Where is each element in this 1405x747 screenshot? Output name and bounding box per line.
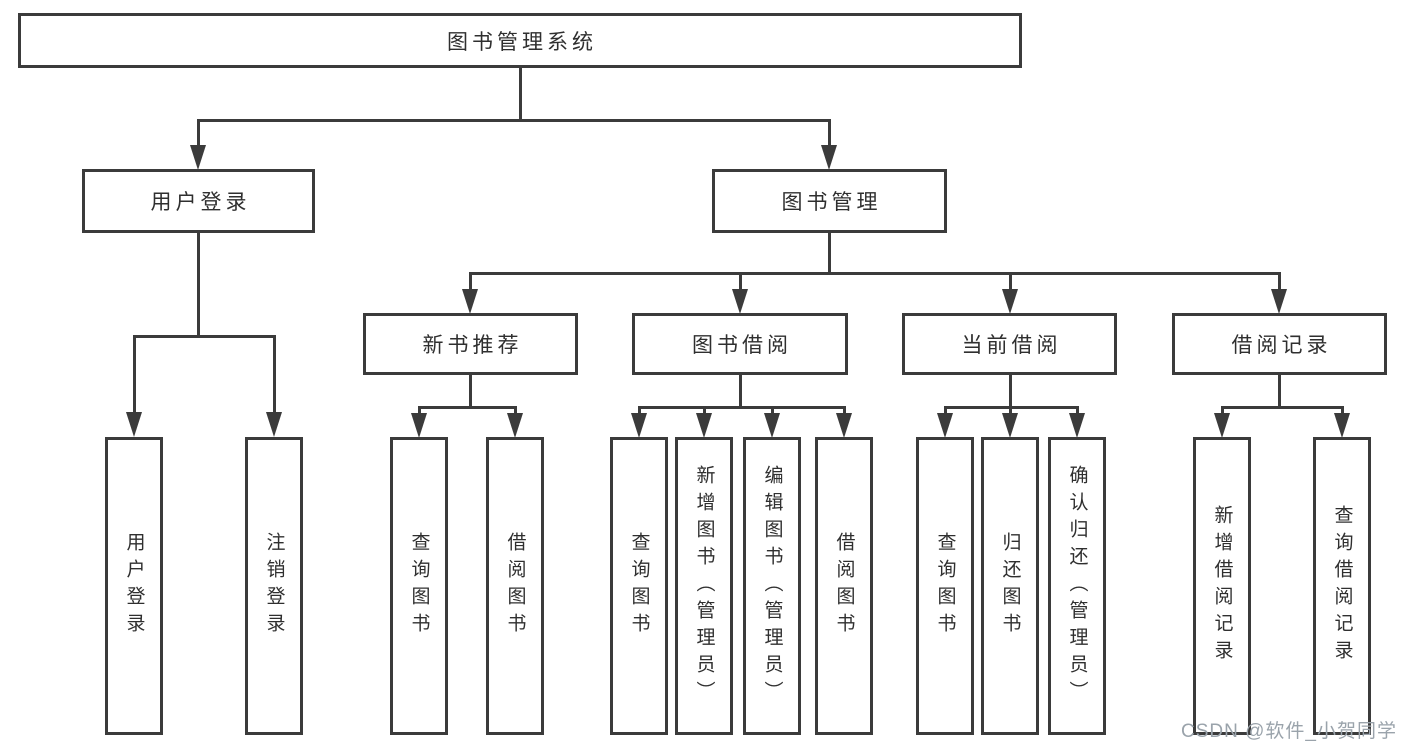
arrow-head — [731, 289, 748, 314]
arrow-shaft — [702, 406, 706, 416]
arrow-shaft — [943, 406, 947, 416]
arrow-head — [410, 413, 427, 438]
arrow-head — [1068, 413, 1085, 438]
leaf-rec-query-book: 查询图书 — [390, 437, 448, 735]
connector-branch-new-book — [417, 406, 517, 409]
connector-current-borrow-stub — [1008, 375, 1012, 409]
arrow-shaft — [468, 272, 472, 292]
leaf-rec-borrow-book-label: 借阅图书 — [504, 532, 526, 640]
node-book-mgmt: 图书管理 — [712, 169, 947, 233]
arrow-head — [835, 413, 852, 438]
leaf-logout: 注销登录 — [245, 437, 303, 735]
connector-branch-level3 — [468, 272, 1281, 275]
connector-book-mgmt-stub — [828, 233, 831, 275]
arrow-head — [1271, 289, 1287, 314]
connector-book-borrow-stub — [738, 375, 742, 409]
arrow-shaft — [842, 406, 846, 416]
leaf-cb-confirm-return-label: 确认归还（管理员） — [1066, 464, 1088, 708]
arrow-head — [506, 413, 523, 438]
arrow-head — [461, 289, 478, 314]
arrow-to-user-login-shaft — [196, 119, 200, 147]
leaf-bb-add-book-label: 新增图书（管理员） — [693, 464, 715, 708]
node-current-borrow-label: 当前借阅 — [961, 334, 1062, 357]
leaf-br-add-record: 新增借阅记录 — [1193, 437, 1251, 735]
leaf-cb-query-book-label: 查询图书 — [934, 532, 956, 640]
connector-branch-borrow-records — [1220, 406, 1344, 409]
arrow-shaft — [272, 335, 276, 414]
leaf-cb-query-book: 查询图书 — [916, 437, 974, 735]
arrow-head — [1213, 413, 1230, 438]
arrow-shaft — [417, 406, 421, 416]
arrow-to-book-mgmt-head — [821, 145, 837, 170]
arrow-head — [1333, 413, 1350, 438]
connector-borrow-records-stub — [1278, 375, 1281, 409]
arrow-shaft — [1008, 272, 1012, 292]
arrow-head — [125, 412, 142, 437]
node-user-login: 用户登录 — [82, 169, 315, 233]
leaf-bb-edit-book-label: 编辑图书（管理员） — [761, 464, 783, 708]
arrow-shaft — [1278, 272, 1281, 292]
arrow-head — [630, 413, 647, 438]
arrow-shaft — [770, 406, 774, 416]
arrow-head — [936, 413, 953, 438]
leaf-cb-return-book: 归还图书 — [981, 437, 1039, 735]
node-new-book-rec: 新书推荐 — [363, 313, 578, 375]
arrow-shaft — [1340, 406, 1344, 416]
node-book-mgmt-label: 图书管理 — [781, 191, 882, 214]
arrow-shaft — [513, 406, 517, 416]
arrow-shaft — [637, 406, 641, 416]
connector-branch-user-login — [132, 335, 276, 338]
connector-root-stub — [518, 68, 522, 122]
leaf-bb-add-book: 新增图书（管理员） — [675, 437, 733, 735]
node-user-login-label: 用户登录 — [150, 191, 251, 214]
leaf-cb-confirm-return: 确认归还（管理员） — [1048, 437, 1106, 735]
node-root-label: 图书管理系统 — [447, 30, 597, 54]
leaf-bb-borrow-book: 借阅图书 — [815, 437, 873, 735]
node-borrow-records-label: 借阅记录 — [1231, 334, 1332, 357]
connector-user-login-stub — [196, 233, 200, 338]
arrow-shaft — [1075, 406, 1079, 416]
arrow-shaft — [1008, 406, 1012, 416]
leaf-cb-return-book-label: 归还图书 — [999, 532, 1021, 640]
leaf-bb-borrow-book-label: 借阅图书 — [833, 532, 855, 640]
arrow-head — [763, 413, 780, 438]
node-root: 图书管理系统 — [18, 13, 1022, 68]
node-borrow-records: 借阅记录 — [1172, 313, 1387, 375]
leaf-bb-query-book-label: 查询图书 — [628, 532, 650, 640]
leaf-rec-borrow-book: 借阅图书 — [486, 437, 544, 735]
arrow-shaft — [738, 272, 742, 292]
arrow-head — [1001, 413, 1018, 438]
arrow-to-user-login-head — [189, 145, 206, 170]
arrow-shaft — [132, 335, 136, 414]
arrow-to-book-mgmt-shaft — [828, 119, 831, 147]
leaf-rec-query-book-label: 查询图书 — [408, 532, 430, 640]
leaf-logout-label: 注销登录 — [263, 532, 285, 640]
leaf-bb-edit-book: 编辑图书（管理员） — [743, 437, 801, 735]
arrow-shaft — [1220, 406, 1224, 416]
arrow-head — [265, 412, 282, 437]
leaf-user-login-label: 用户登录 — [123, 532, 145, 640]
leaf-br-query-record-label: 查询借阅记录 — [1331, 505, 1353, 667]
connector-branch-book-borrow — [637, 406, 846, 409]
connector-new-book-stub — [468, 375, 472, 409]
leaf-user-login: 用户登录 — [105, 437, 163, 735]
connector-branch-level2 — [196, 119, 831, 122]
arrow-head — [695, 413, 712, 438]
leaf-bb-query-book: 查询图书 — [610, 437, 668, 735]
arrow-head — [1001, 289, 1018, 314]
watermark: CSDN @软件_小贺同学 — [1181, 721, 1397, 742]
node-book-borrow-label: 图书借阅 — [692, 334, 792, 357]
node-new-book-rec-label: 新书推荐 — [422, 334, 523, 357]
node-book-borrow: 图书借阅 — [632, 313, 848, 375]
node-current-borrow: 当前借阅 — [902, 313, 1117, 375]
leaf-br-add-record-label: 新增借阅记录 — [1211, 505, 1233, 667]
leaf-br-query-record: 查询借阅记录 — [1313, 437, 1371, 735]
